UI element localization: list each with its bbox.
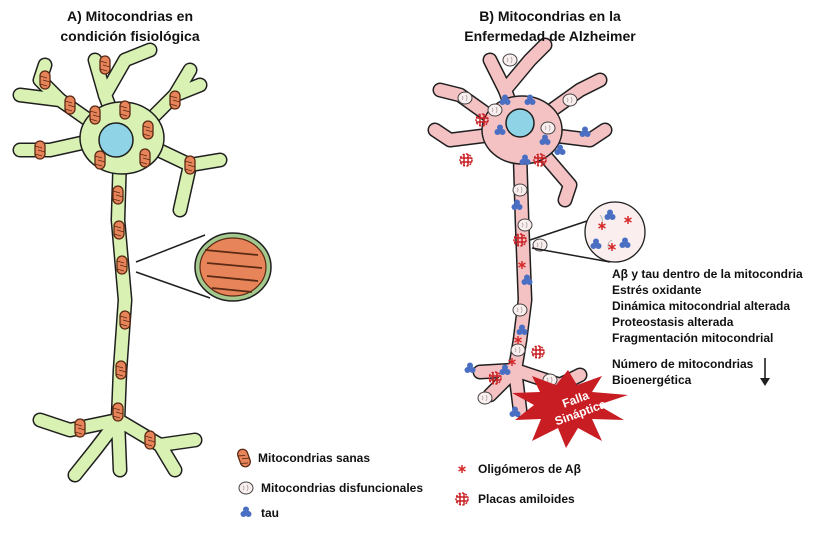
panel-a-title-line2: condición fisiológica — [30, 26, 230, 46]
effect-item: Aβ y tau dentro de la mitocondria — [612, 266, 817, 282]
effect-item: Dinámica mitocondrial alterada — [612, 298, 817, 314]
legend-abeta-label: Oligómeros de Aβ — [478, 462, 581, 476]
decrease-list: Número de mitocondrias Bioenergética — [612, 356, 762, 388]
healthy-neuron — [20, 50, 271, 475]
effect-item: Proteostasis alterada — [612, 314, 817, 330]
panel-b-title-line1: B) Mitocondrias en la — [430, 6, 670, 26]
effect-item: Estrés oxidante — [612, 282, 817, 298]
nucleus-a — [99, 123, 133, 157]
legend-plaques-label: Placas amiloides — [478, 492, 575, 506]
panel-b-title-line2: Enfermedad de Alzheimer — [430, 26, 670, 46]
decrease-item: Número de mitocondrias — [612, 356, 762, 372]
panel-a-title-line1: A) Mitocondrias en — [30, 6, 230, 26]
legend-dysfunctional-mito-label: Mitocondrias disfuncionales — [261, 481, 423, 495]
panel-b-title: B) Mitocondrias en la Enfermedad de Alzh… — [430, 6, 670, 46]
healthy-mito-zoom — [195, 233, 271, 301]
decrease-item: Bioenergética — [612, 372, 762, 388]
effect-item: Fragmentación mitocondrial — [612, 330, 817, 346]
nucleus-b — [506, 109, 534, 137]
legend-healthy-mito-label: Mitocondrias sanas — [258, 451, 370, 465]
dysfunctional-mito-zoom — [585, 202, 645, 262]
panel-a-title: A) Mitocondrias en condición fisiológica — [30, 6, 230, 46]
legend-tau-label: tau — [261, 506, 279, 520]
ad-effects-list: Aβ y tau dentro de la mitocondria Estrés… — [612, 266, 817, 346]
